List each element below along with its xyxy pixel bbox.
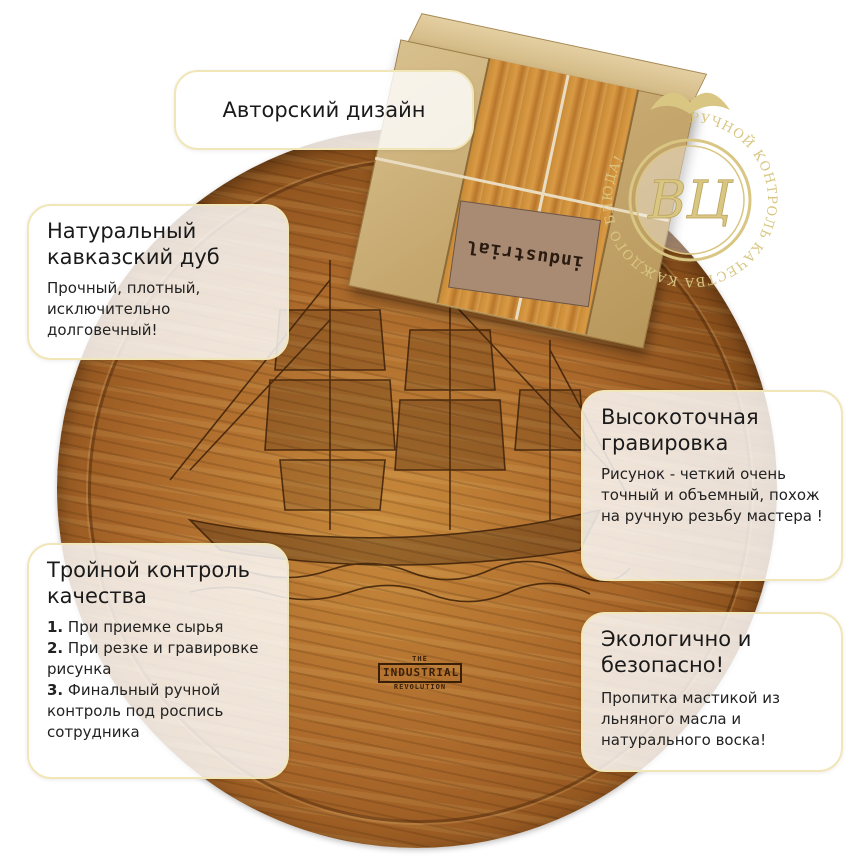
quality-step: 2. При резке и гравировке рисунка xyxy=(47,638,269,680)
quality-step: 1. При приемке сырья xyxy=(47,617,269,638)
board-brand-stamp: THE INDUSTRIAL REVOLUTION xyxy=(378,655,462,701)
callout-engraving: Высокоточная гравировка Рисунок - четкий… xyxy=(581,390,843,581)
quality-step-number: 3. xyxy=(47,681,64,699)
quality-steps-list: 1. При приемке сырья 2. При резке и грав… xyxy=(47,617,269,743)
package-tag-text: industrial xyxy=(464,235,585,273)
callout-eco-body: Пропитка мастикой из льняного масла и на… xyxy=(601,689,781,749)
quality-step: 3. Финальный ручной контроль под роспись… xyxy=(47,680,269,743)
brand-line-1: THE xyxy=(412,655,428,663)
callout-quality-control: Тройной контроль качества 1. При приемке… xyxy=(27,543,289,779)
brand-line-2: INDUSTRIAL xyxy=(378,663,462,683)
callout-oak-body: Прочный, плотный, исключительно долговеч… xyxy=(47,279,201,339)
quality-step-text: При резке и гравировке рисунка xyxy=(47,639,259,678)
seal-monogram: ВЦ xyxy=(647,171,733,231)
callout-oak-title: Натуральный кавказский дуб xyxy=(47,219,220,269)
callout-engraving-title: Высокоточная гравировка xyxy=(601,405,759,455)
callout-author-design: Авторский дизайн xyxy=(174,70,474,150)
seal-emblem-icon: РУЧНОЙ КОНТРОЛЬ КАЧЕСТВА КАЖДОГО БЛЮДА! … xyxy=(601,92,778,289)
brand-line-3: REVOLUTION xyxy=(393,683,447,691)
callout-engraving-body: Рисунок - четкий очень точный и объемный… xyxy=(601,465,823,525)
callout-quality-title: Тройной контроль качества xyxy=(47,558,251,608)
callout-eco-safe: Экологично и безопасно! Пропитка мастико… xyxy=(581,612,843,772)
quality-step-number: 2. xyxy=(47,639,64,657)
callout-design-title: Авторский дизайн xyxy=(222,98,426,122)
quality-seal: РУЧНОЙ КОНТРОЛЬ КАЧЕСТВА КАЖДОГО БЛЮДА! … xyxy=(590,80,790,300)
quality-step-text: Финальный ручной контроль под роспись со… xyxy=(47,681,224,741)
quality-step-text: При приемке сырья xyxy=(63,618,224,636)
quality-step-number: 1. xyxy=(47,618,64,636)
callout-natural-oak: Натуральный кавказский дуб Прочный, плот… xyxy=(27,204,289,360)
ship-engraving xyxy=(169,260,631,603)
callout-eco-title: Экологично и безопасно! xyxy=(601,627,752,677)
